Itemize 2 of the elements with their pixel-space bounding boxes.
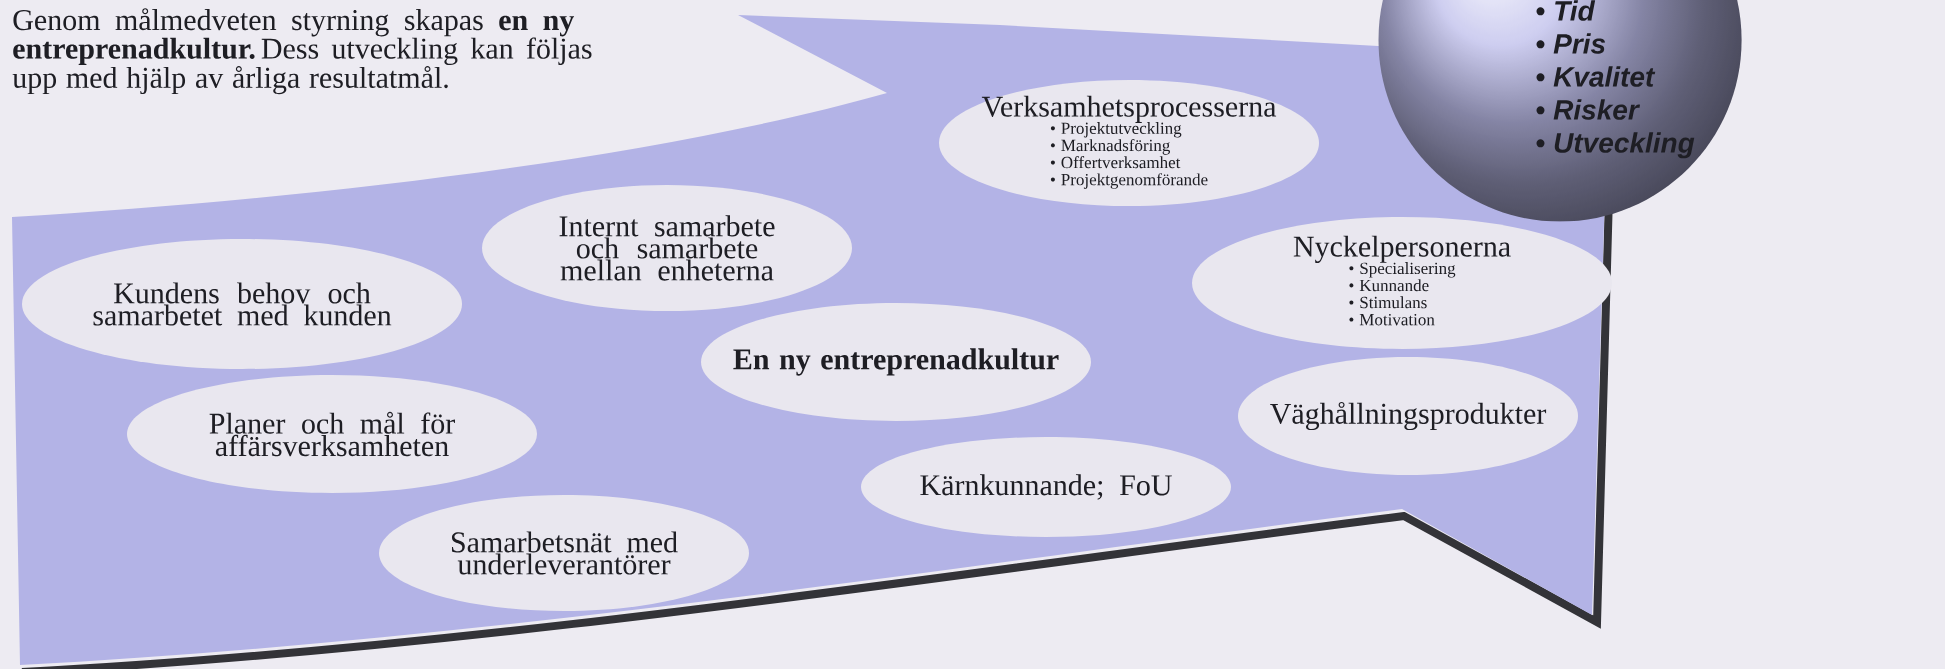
sphere: • Tid • Pris • Kvalitet • Risker • Utveckling: [1536, 0, 1695, 159]
intro-text: Genom målmedveten styrning skapas en ny entreprenadkultur. Dess utveckling kan följas upp med hjälp av årliga resultatmål.: [12, 8, 592, 95]
